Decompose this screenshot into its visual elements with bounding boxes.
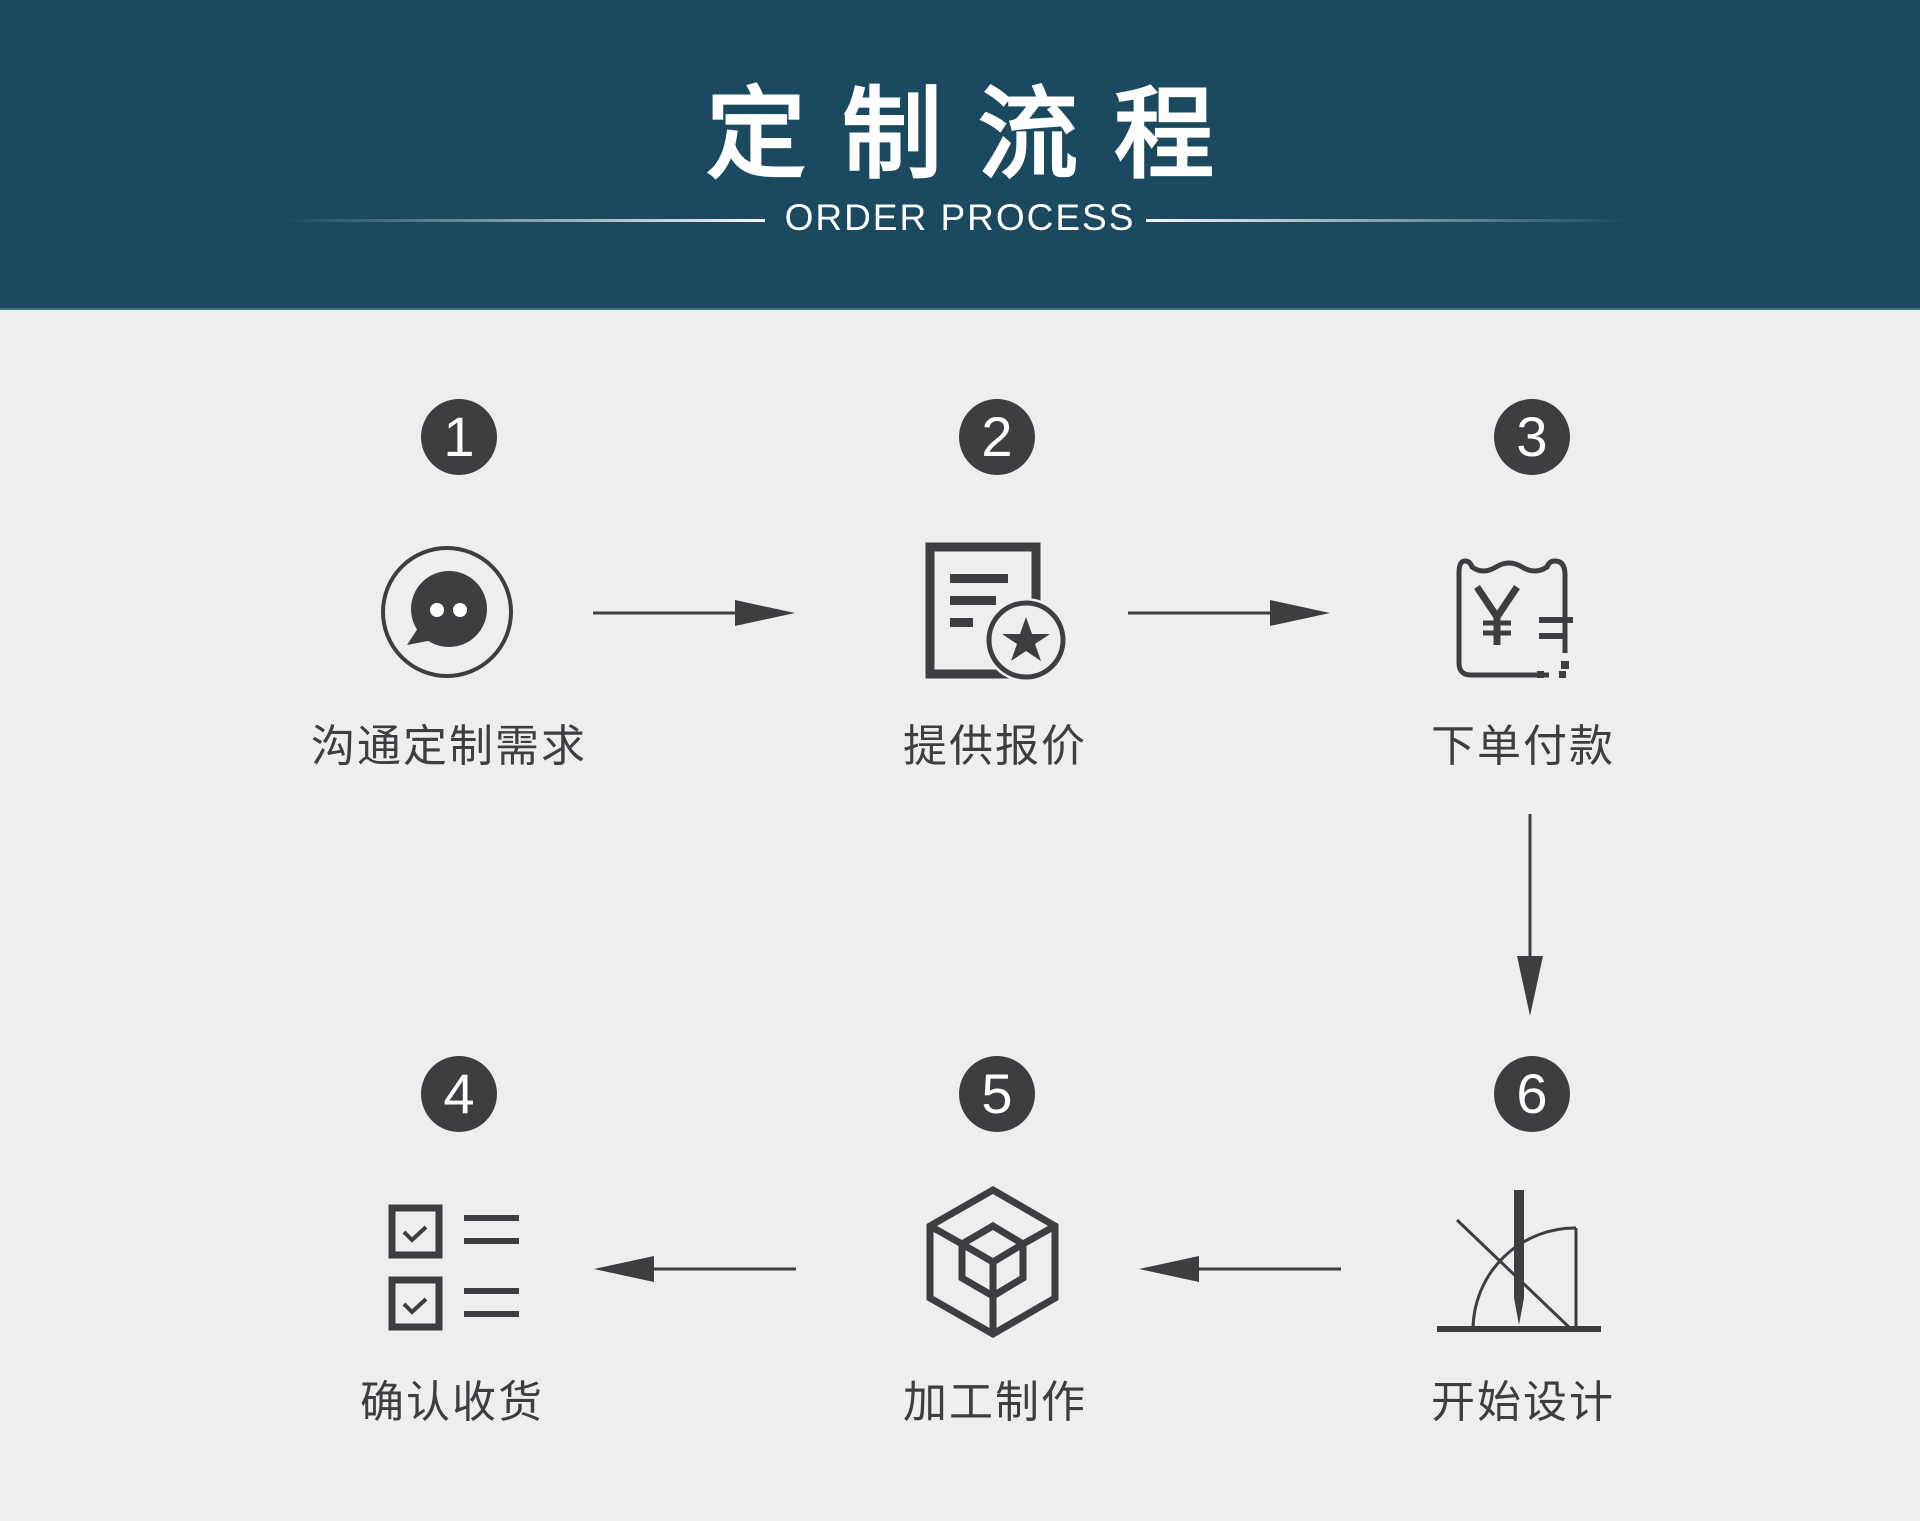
title-divider-right	[1146, 219, 1626, 222]
quote-document-star-icon	[920, 542, 1070, 682]
step-label-6: 开始设计	[1431, 1377, 1615, 1428]
yuan-receipt-icon	[1455, 553, 1600, 683]
header-banner: 定制流程 ORDER PROCESS	[0, 0, 1920, 310]
step-label-4: 确认收货	[360, 1377, 544, 1428]
cube-icon	[920, 1182, 1070, 1342]
arrow-left-icon	[1139, 1254, 1343, 1284]
step-label-3: 下单付款	[1431, 721, 1615, 772]
title-divider-left	[285, 219, 765, 222]
step-badge-1: 1	[421, 399, 497, 475]
page-subtitle: ORDER PROCESS	[784, 197, 1136, 238]
drafting-pen-protractor-icon	[1430, 1185, 1610, 1340]
arrow-down-icon	[1515, 814, 1545, 1018]
arrow-left-icon	[594, 1254, 798, 1284]
step-badge-3: 3	[1494, 399, 1570, 475]
step-label-5: 加工制作	[903, 1377, 1087, 1428]
step-badge-2: 2	[959, 399, 1035, 475]
step-label-1: 沟通定制需求	[311, 721, 587, 772]
page-title: 定制流程	[706, 76, 1250, 193]
arrow-right-icon	[593, 598, 797, 628]
step-badge-4: 4	[421, 1056, 497, 1132]
chat-bubble-icon	[380, 545, 514, 679]
checklist-icon	[385, 1200, 525, 1336]
step-label-2: 提供报价	[903, 721, 1087, 772]
step-badge-6: 6	[1494, 1056, 1570, 1132]
step-badge-5: 5	[959, 1056, 1035, 1132]
arrow-right-icon	[1128, 598, 1332, 628]
